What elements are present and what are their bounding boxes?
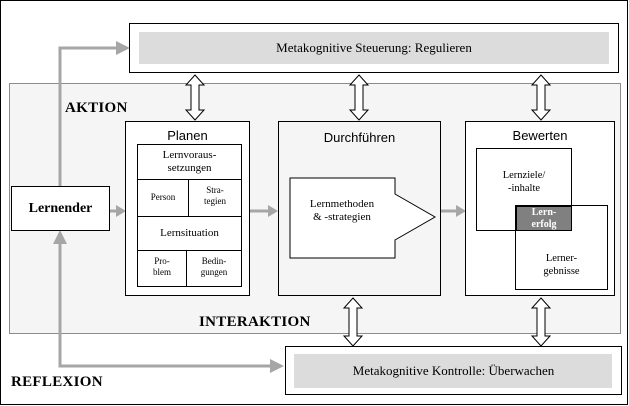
lernergebnisse-line2: gebnisse [543, 265, 580, 277]
arrowhead-durch [268, 205, 278, 217]
label-interaktion: INTERAKTION [199, 314, 311, 330]
bedingungen-line2: gungen [200, 266, 228, 277]
lernerfolg-label: Lern- erfolg [517, 207, 571, 230]
person-box: Person [137, 179, 189, 217]
label-reflexion: REFLEXION [11, 374, 103, 390]
arrow-learner-to-top [58, 46, 118, 186]
double-arrow-top-durch [348, 74, 370, 121]
top-metacognition-label: Metakognitive Steuerung: Regulieren [276, 40, 472, 55]
planen-title: Planen [167, 128, 208, 143]
problem-line1: Pro- [154, 256, 170, 266]
lernmethoden-line2: & -strategien [313, 211, 371, 224]
lernergebnisse-label: Lerner- gebnisse [516, 253, 607, 278]
lernziele-line1: Lernziele/ [502, 170, 546, 181]
durchfuehren-title: Durchführen [323, 130, 396, 145]
lernvoraussetzungen-line1: Lernvoraus- [162, 149, 217, 161]
lernmethoden-label: Lernmethoden & -strategien [292, 198, 392, 224]
strategien-label: Stra- tegien [189, 185, 241, 207]
lernmethoden-line1: Lernmethoden [309, 198, 375, 210]
lernergebnisse-line1: Lerner- [545, 253, 578, 264]
lernerfolg-line1: Lern- [531, 207, 557, 218]
lernerfolg-line2: erfolg [531, 218, 557, 230]
arrow-bottom-to-learner [58, 240, 272, 368]
learner-label: Lernender [28, 201, 93, 216]
problem-label: Pro- blem [138, 256, 186, 278]
lernerfolg-box: Lern- erfolg [516, 206, 572, 231]
durchfuehren-box: Durchführen [278, 121, 441, 296]
lernvoraussetzungen-label: Lernvoraus- setzungen [138, 149, 241, 175]
bottom-metacognition-box: Metakognitive Kontrolle: Überwachen [285, 346, 622, 395]
problem-line2: blem [153, 266, 171, 277]
bottom-metacognition-label: Metakognitive Kontrolle: Überwachen [352, 363, 555, 378]
double-arrow-top-planen [184, 74, 206, 121]
double-arrow-top-bewerten [530, 74, 552, 121]
strategien-line1: Stra- [206, 185, 224, 195]
arrowhead-bewerten [456, 205, 466, 217]
bedingungen-label: Bedin- gungen [187, 256, 241, 278]
feedback-arrowheads [53, 41, 466, 373]
methods-arrow [289, 177, 437, 259]
lernvoraussetzungen-line2: setzungen [167, 162, 212, 175]
bottom-metacognition-bar [294, 354, 612, 388]
arrowhead-left-up [53, 230, 67, 244]
feedback-arrows [58, 46, 458, 368]
learner-box: Lernender [11, 186, 110, 231]
person-label: Person [150, 192, 176, 202]
lernsituation-label: Lernsituation [160, 227, 219, 239]
strategien-box: Stra- tegien [188, 179, 242, 217]
lernziele-line2: -inhalte [507, 182, 541, 194]
arrowhead-top [116, 41, 130, 55]
top-metacognition-bar [139, 32, 609, 64]
problem-box: Pro- blem [137, 250, 187, 287]
bedingungen-box: Bedin- gungen [186, 250, 242, 287]
arrowhead-planen [116, 205, 126, 217]
arrowhead-bottom [270, 359, 284, 373]
lernziele-label: Lernziele/ -inhalte [477, 170, 571, 195]
bedingungen-line1: Bedin- [201, 256, 227, 266]
top-metacognition-box: Metakognitive Steuerung: Regulieren [129, 23, 619, 73]
bewerten-title: Bewerten [512, 128, 568, 143]
strategien-line2: tegien [204, 195, 226, 206]
label-aktion: AKTION [65, 100, 128, 116]
